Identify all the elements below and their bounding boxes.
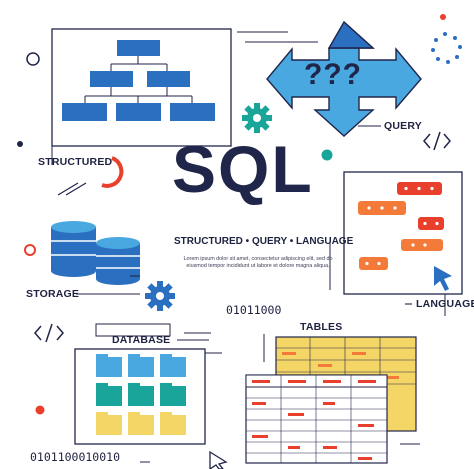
org-chart-window [51, 28, 232, 165]
tables-icon [245, 334, 420, 464]
dots-ring-icon [431, 32, 462, 64]
cursor-icon [209, 450, 228, 469]
code-brackets-icon [423, 131, 451, 151]
label-structured: STRUCTURED [38, 156, 113, 168]
gear-icon [145, 281, 175, 311]
label-language: LANGUAGE [416, 298, 474, 310]
label-tables: TABLES [300, 321, 343, 333]
question-arrows-icon [266, 20, 422, 137]
query-marks: ??? [304, 58, 362, 91]
description: Lorem ipsum dolor sit amet, consectetur … [183, 256, 333, 269]
label-database: DATABASE [112, 334, 171, 346]
label-query: QUERY [384, 120, 422, 132]
code-brackets-icon [34, 323, 64, 343]
cursor-icon [434, 266, 452, 291]
decor-dot [440, 14, 446, 20]
database-stack-icon [51, 221, 140, 285]
spinner-icon [101, 156, 124, 188]
decor-dot [321, 149, 333, 161]
binary-top: 01011000 [226, 303, 282, 317]
folders-window-icon [74, 323, 206, 445]
decor-dot [17, 141, 23, 147]
decor-circle [26, 52, 40, 66]
gear-icon [242, 103, 272, 133]
label-storage: STORAGE [26, 288, 80, 300]
decor-circle [24, 244, 36, 256]
subtitle: STRUCTURED • QUERY • LANGUAGE [174, 236, 354, 247]
page-title: SQL [172, 132, 314, 206]
binary-bottom: 0101100010010 [30, 450, 121, 464]
decor-dot [35, 405, 45, 415]
